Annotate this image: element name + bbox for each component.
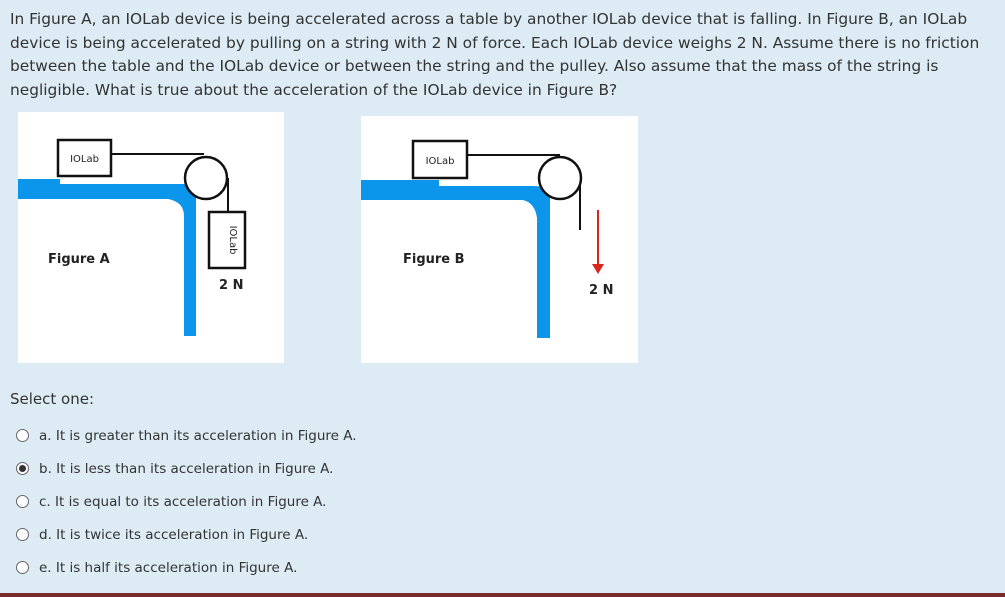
table-slab (18, 184, 188, 199)
table-slab (361, 186, 533, 200)
figure-b: IOLab Figure B 2 N (361, 116, 638, 363)
iolab-device-hanging (207, 210, 247, 270)
figure-b-diagram: IOLab Figure B 2 N (361, 139, 613, 338)
option-b[interactable]: b. It is less than its acceleration in F… (16, 452, 357, 485)
option-label: d. It is twice its acceleration in Figur… (39, 526, 309, 543)
iolab-device-hanging-label: IOLab (227, 226, 238, 255)
table-leg (523, 186, 550, 338)
bottom-border (0, 593, 1005, 597)
option-d[interactable]: d. It is twice its acceleration in Figur… (16, 518, 357, 551)
option-label: e. It is half its acceleration in Figure… (39, 559, 298, 576)
figure-a: IOLab IOLab Figure A 2 N (18, 112, 284, 363)
table-top (18, 179, 60, 184)
table-top (361, 180, 439, 186)
radio-button[interactable] (16, 429, 29, 442)
figure-a-force-label: 2 N (219, 278, 243, 293)
pulley-icon (183, 155, 229, 201)
figure-b-label: Figure B (403, 252, 465, 267)
radio-button[interactable] (16, 528, 29, 541)
radio-button[interactable] (16, 495, 29, 508)
option-label: a. It is greater than its acceleration i… (39, 427, 357, 444)
option-c[interactable]: c. It is equal to its acceleration in Fi… (16, 485, 357, 518)
pulley-icon (537, 155, 583, 201)
down-arrow-icon (592, 264, 604, 274)
iolab-device-table-label: IOLab (70, 154, 99, 165)
select-one-label: Select one: (10, 390, 95, 408)
figure-b-force-label: 2 N (589, 283, 613, 298)
answer-options: a. It is greater than its acceleration i… (16, 419, 357, 584)
radio-button[interactable] (16, 462, 29, 475)
iolab-device-table-label: IOLab (426, 156, 455, 167)
option-a[interactable]: a. It is greater than its acceleration i… (16, 419, 357, 452)
question-text: In Figure A, an IOLab device is being ac… (10, 10, 980, 99)
option-e[interactable]: e. It is half its acceleration in Figure… (16, 551, 357, 584)
option-label: b. It is less than its acceleration in F… (39, 460, 334, 477)
table-leg (168, 184, 196, 336)
iolab-device-table (56, 138, 113, 178)
option-label: c. It is equal to its acceleration in Fi… (39, 493, 327, 510)
figure-a-diagram: IOLab IOLab Figure A 2 N (18, 138, 247, 336)
figure-a-label: Figure A (48, 252, 110, 267)
iolab-device-table (411, 139, 469, 180)
radio-button[interactable] (16, 561, 29, 574)
